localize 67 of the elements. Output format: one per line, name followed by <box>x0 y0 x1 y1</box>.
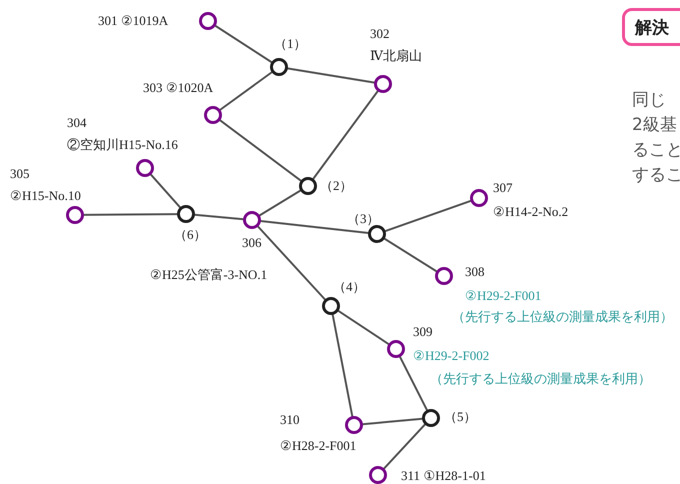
connector-line <box>258 190 302 216</box>
connector-line <box>260 220 369 234</box>
station-label: 301 ②1019A <box>98 13 168 29</box>
station-circle <box>66 206 84 224</box>
connector-line <box>338 310 390 346</box>
connector-line <box>287 67 375 84</box>
connector-line <box>83 213 178 216</box>
station-label: 306 <box>242 235 262 251</box>
junction-label: （3） <box>347 211 380 227</box>
connector-line <box>383 424 426 470</box>
station-circle <box>243 211 261 229</box>
paragraph-text: 同じ <box>632 89 666 111</box>
connector-line <box>257 226 326 300</box>
connector-line <box>384 238 438 272</box>
station-label: 307 <box>493 180 512 196</box>
connector-line <box>214 24 272 64</box>
station-label: ②H15-No.10 <box>10 188 81 204</box>
connector-line <box>312 90 379 180</box>
station-circle <box>374 75 392 93</box>
junction-circle <box>177 205 195 223</box>
station-circle <box>387 340 405 358</box>
station-label: 303 ②1020A <box>143 80 214 96</box>
junction-label: （5） <box>444 409 476 425</box>
junction-circle <box>322 297 340 315</box>
paragraph-text: 2級基 <box>632 114 677 136</box>
station-label: Ⅳ北扇山 <box>370 48 422 64</box>
station-label: 305 <box>10 166 30 182</box>
station-label: ②H28-2-F001 <box>280 438 356 454</box>
junction-circle <box>299 177 317 195</box>
junction-label: （4） <box>333 279 366 295</box>
station-circle <box>204 106 222 124</box>
connector-line <box>219 119 302 182</box>
paragraph-text: ること <box>632 139 680 161</box>
station-label: 302 <box>370 26 390 42</box>
station-circle <box>369 466 387 484</box>
connector-line <box>398 356 428 411</box>
station-label: ②空知川H15-No.16 <box>67 137 178 153</box>
station-label: 304 <box>67 115 86 131</box>
connector-line <box>362 418 423 426</box>
station-label: ②H29-2-F001 <box>465 288 542 304</box>
station-label: ②H29-2-F002 <box>413 348 490 364</box>
station-circle <box>136 159 154 177</box>
station-label: 308 <box>465 264 484 280</box>
station-label: 309 <box>413 324 432 340</box>
station-circle <box>435 267 453 285</box>
junction-label: （2） <box>320 178 352 194</box>
junction-circle <box>422 409 440 427</box>
connector-line <box>150 174 182 208</box>
connector-line <box>332 314 354 417</box>
junction-label: （6） <box>174 227 206 243</box>
station-label: 311 ①H28-1-01 <box>401 468 486 484</box>
connector-line <box>384 200 472 232</box>
station-label: ②H25公管富-3-NO.1 <box>150 267 268 283</box>
station-label: （先行する上位級の測量成果を利用） <box>430 371 651 387</box>
station-label: 310 <box>280 412 300 428</box>
station-circle <box>345 416 363 434</box>
connector-line <box>219 71 273 111</box>
station-label: （先行する上位級の測量成果を利用） <box>452 309 673 325</box>
station-label: ②H14-2-No.2 <box>493 204 568 220</box>
junction-circle <box>270 58 288 76</box>
junction-circle <box>368 225 386 243</box>
station-circle <box>199 12 217 30</box>
junction-label: （1） <box>274 36 306 52</box>
paragraph-text: するこ <box>632 164 680 186</box>
connector-line <box>194 214 244 220</box>
station-circle <box>470 189 488 207</box>
heading-text: 解決 <box>635 16 669 38</box>
